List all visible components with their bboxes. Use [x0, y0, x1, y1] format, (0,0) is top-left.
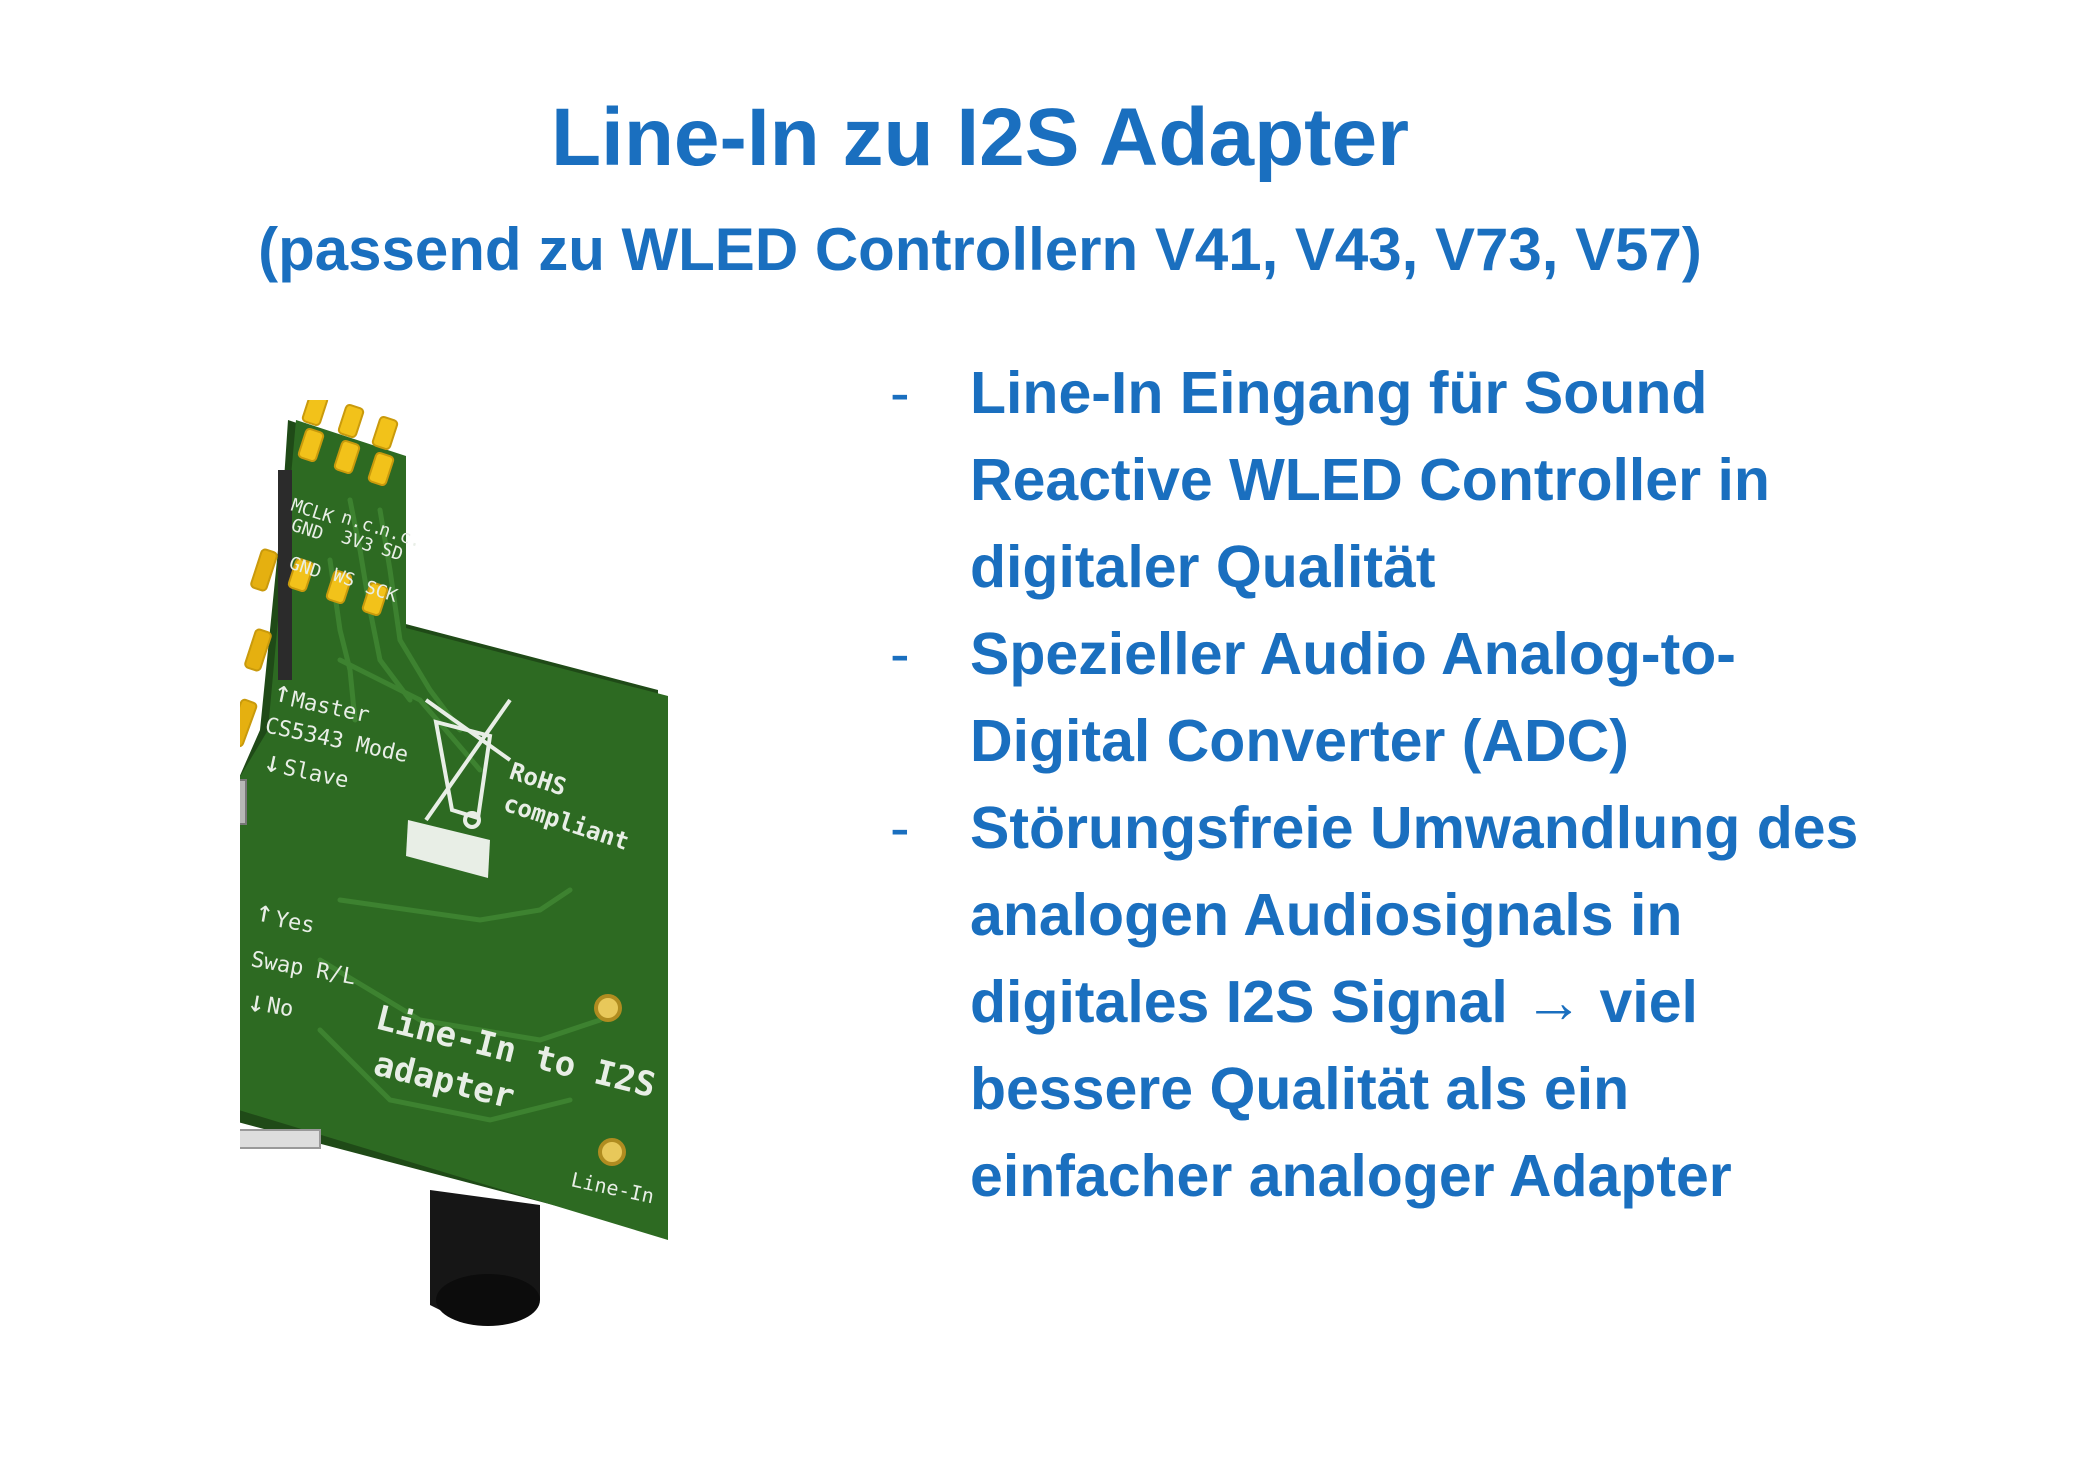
header-housing [278, 470, 292, 680]
feature-item: - Line-In Eingang für Sound Reactive WLE… [890, 350, 1890, 611]
switch-mode [240, 779, 247, 825]
audio-jack-bottom [436, 1274, 540, 1326]
jack-side [240, 1129, 321, 1149]
bullet-dash: - [890, 621, 910, 687]
arrow-up-swap-icon: ↑ [253, 893, 277, 931]
swap-no-label: No [265, 993, 295, 1022]
bullet-dash: - [890, 360, 910, 426]
page-title: Line-In zu I2S Adapter [550, 92, 1410, 183]
arrow-down-swap-icon: ↓ [245, 983, 269, 1021]
feature-text: Spezieller Audio Analog-to-Digital Conve… [970, 621, 1736, 774]
header-pins [240, 400, 399, 748]
feature-item: - Spezieller Audio Analog-to-Digital Con… [890, 611, 1890, 785]
bullet-dash: - [890, 795, 910, 861]
mount-hole-1 [594, 994, 622, 1022]
weee-icon [424, 698, 512, 829]
page-subtitle: (passend zu WLED Controllern V41, V43, V… [258, 216, 1702, 283]
pcb-traces [317, 497, 603, 1123]
weee-bar [406, 820, 490, 878]
feature-text: Line-In Eingang für Sound Reactive WLED … [970, 360, 1770, 600]
feature-item: - Störungsfreie Umwandlung des analogen … [890, 785, 1890, 1220]
feature-list: - Line-In Eingang für Sound Reactive WLE… [890, 350, 1890, 1220]
pcb-illustration: MCLK n.c. n.c. GND 3V3 SD GND WS SCK ↑ M… [240, 400, 668, 1326]
feature-text: Störungsfreie Umwandlung des analogen Au… [970, 795, 1859, 1209]
mount-hole-2 [598, 1138, 626, 1166]
